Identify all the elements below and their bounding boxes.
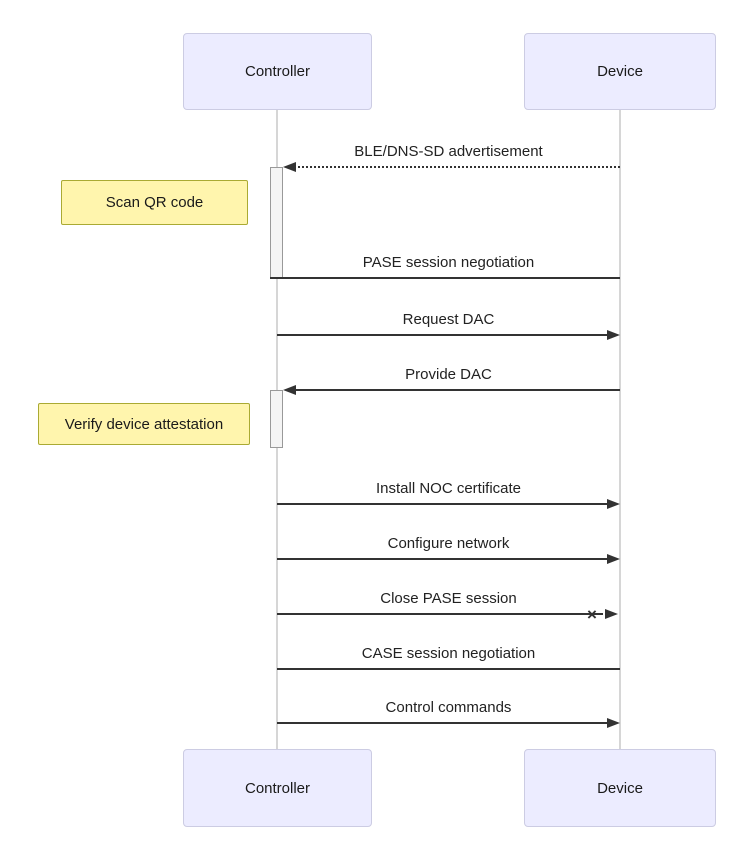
message-label-install-noc-certificate: Install NOC certificate [375, 480, 522, 497]
actor-label: Controller [244, 63, 311, 80]
message-line-request-dac [277, 334, 609, 336]
message-label-ble-dns-sd-advertisement: BLE/DNS-SD advertisement [354, 143, 543, 160]
note-verify-device-attestation: Verify device attestation [38, 403, 250, 445]
activation-bar-attestation [270, 390, 283, 448]
actor-bottom-device: Device [524, 749, 716, 827]
arrowhead-right-icon [607, 718, 620, 728]
message-line-ble-dns-sd-advertisement [294, 166, 620, 168]
actor-top-controller: Controller [183, 33, 372, 110]
arrowhead-right-icon [605, 609, 618, 619]
message-line-provide-dac [294, 389, 620, 391]
message-line-control-commands [277, 722, 609, 724]
actor-bottom-controller: Controller [183, 749, 372, 827]
message-line-close-pase-session [277, 613, 603, 615]
actor-label: Controller [244, 779, 311, 797]
message-label-configure-network: Configure network [387, 535, 510, 552]
message-line-pase-session-negotiation [270, 277, 620, 279]
message-line-configure-network [277, 558, 609, 560]
message-label-control-commands: Control commands [385, 699, 512, 716]
actor-top-device: Device [524, 33, 716, 110]
message-line-install-noc-certificate [277, 503, 609, 505]
note-scan-qr-code: Scan QR code [61, 180, 248, 225]
message-line-case-session-negotiation [277, 668, 620, 670]
message-label-close-pase-session: Close PASE session [380, 590, 517, 607]
cross-marker-icon: × [587, 605, 597, 624]
message-label-request-dac: Request DAC [402, 311, 495, 328]
arrowhead-left-icon [283, 385, 296, 395]
actor-label: Device [597, 779, 643, 797]
arrowhead-right-icon [607, 330, 620, 340]
message-label-case-session-negotiation: CASE session negotiation [361, 645, 536, 662]
lifeline-device [619, 110, 621, 750]
message-label-pase-session-negotiation: PASE session negotiation [362, 254, 535, 271]
note-label: Scan QR code [105, 194, 204, 211]
message-label-provide-dac: Provide DAC [405, 366, 492, 383]
arrowhead-right-icon [607, 554, 620, 564]
arrowhead-right-icon [607, 499, 620, 509]
actor-label: Device [597, 63, 643, 80]
note-label: Verify device attestation [64, 415, 224, 433]
arrowhead-left-icon [283, 162, 296, 172]
